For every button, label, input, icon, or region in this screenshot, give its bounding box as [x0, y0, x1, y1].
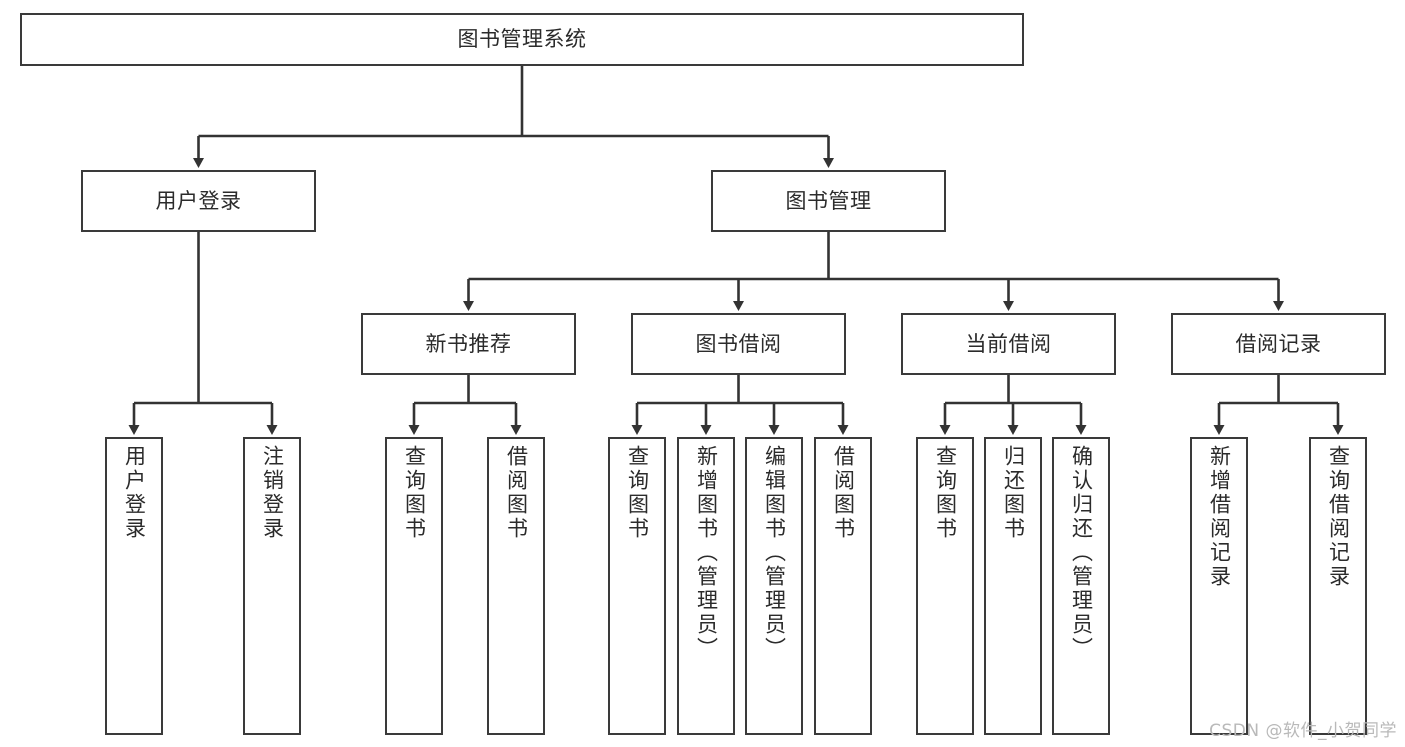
- node-l-add-book[interactable]: 新增图书（管理员）: [677, 437, 735, 735]
- node-n-user-login[interactable]: 用户登录: [81, 170, 316, 232]
- node-l-add-record[interactable]: 新增借阅记录: [1190, 437, 1248, 735]
- node-l-logout[interactable]: 注销登录: [243, 437, 301, 735]
- node-label: 当前借阅: [965, 331, 1052, 356]
- node-l-borrow-book-1[interactable]: 借阅图书: [487, 437, 545, 735]
- node-l-query-record[interactable]: 查询借阅记录: [1309, 437, 1367, 735]
- node-label: 用户登录: [155, 188, 242, 213]
- node-l-user-login[interactable]: 用户登录: [105, 437, 163, 735]
- node-label: 确认归还（管理员）: [1069, 445, 1094, 661]
- node-label: 新增图书（管理员）: [694, 445, 719, 661]
- node-n-new-book-rec[interactable]: 新书推荐: [361, 313, 576, 375]
- node-label: 图书管理系统: [457, 27, 587, 52]
- node-label: 借阅记录: [1235, 331, 1322, 356]
- node-label: 查询图书: [625, 445, 650, 541]
- node-n-book-mgmt[interactable]: 图书管理: [711, 170, 946, 232]
- node-label: 查询借阅记录: [1326, 445, 1351, 589]
- node-label: 图书管理: [785, 188, 872, 213]
- node-l-query-book-1[interactable]: 查询图书: [385, 437, 443, 735]
- node-label: 查询图书: [402, 445, 427, 541]
- node-label: 借阅图书: [504, 445, 529, 541]
- node-n-book-borrow[interactable]: 图书借阅: [631, 313, 846, 375]
- node-label: 借阅图书: [831, 445, 856, 541]
- node-l-borrow-book-2[interactable]: 借阅图书: [814, 437, 872, 735]
- node-label: 编辑图书（管理员）: [762, 445, 787, 661]
- node-l-return-book[interactable]: 归还图书: [984, 437, 1042, 735]
- node-l-confirm-return[interactable]: 确认归还（管理员）: [1052, 437, 1110, 735]
- node-n-borrow-record[interactable]: 借阅记录: [1171, 313, 1386, 375]
- node-label: 用户登录: [122, 445, 147, 541]
- node-label: 新书推荐: [425, 331, 512, 356]
- node-root[interactable]: 图书管理系统: [20, 13, 1024, 66]
- node-label: 归还图书: [1001, 445, 1026, 541]
- node-l-edit-book[interactable]: 编辑图书（管理员）: [745, 437, 803, 735]
- node-label: 新增借阅记录: [1207, 445, 1232, 589]
- node-label: 图书借阅: [695, 331, 782, 356]
- node-l-query-book-3[interactable]: 查询图书: [916, 437, 974, 735]
- node-n-current-borrow[interactable]: 当前借阅: [901, 313, 1116, 375]
- node-label: 查询图书: [933, 445, 958, 541]
- node-l-query-book-2[interactable]: 查询图书: [608, 437, 666, 735]
- node-label: 注销登录: [260, 445, 285, 541]
